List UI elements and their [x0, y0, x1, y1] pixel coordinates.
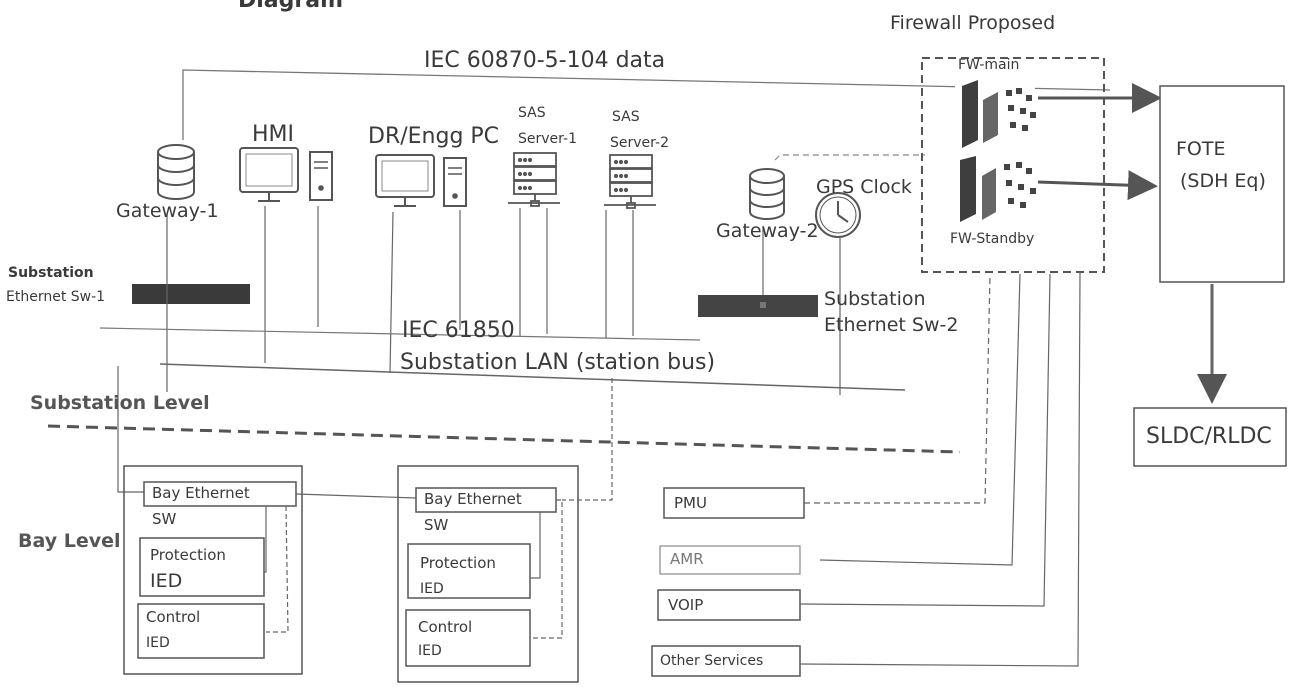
bay1-ethernet-label: Bay Ethernet — [152, 486, 250, 501]
database-icon — [158, 145, 194, 199]
other-services-label: Other Services — [660, 654, 763, 668]
ethernet-switch-1 — [132, 284, 250, 304]
bay2-sw-label: SW — [424, 518, 448, 533]
substation-divider — [48, 426, 960, 452]
sw2-label-2: Ethernet Sw-2 — [824, 316, 958, 335]
gateway2-label: Gateway-2 — [716, 222, 819, 241]
bay2-control-ied: IED — [418, 644, 442, 658]
dr-pc-label: DR/Engg PC — [368, 126, 499, 148]
fw-standby-arrow — [1038, 182, 1152, 186]
bay2-protection-ied: IED — [420, 582, 444, 596]
fote-label: FOTE — [1176, 140, 1226, 159]
sas1-label-1: SAS — [518, 106, 546, 120]
iec104-label: IEC 60870-5-104 data — [424, 50, 665, 72]
voip-label: VOIP — [668, 598, 703, 613]
sas2-label-2: Server-2 — [610, 136, 669, 150]
sw2-label-1: Substation — [824, 290, 926, 309]
bay-1-links — [264, 506, 288, 632]
fote-subtitle: (SDH Eq) — [1180, 172, 1266, 191]
iec61850-label: IEC 61850 — [402, 320, 515, 342]
bay2-protection-label: Protection — [420, 556, 496, 571]
gateway2-fw-link — [775, 155, 925, 160]
fw-standby-label: FW-Standby — [950, 232, 1034, 246]
sas1-label-2: Server-1 — [518, 132, 577, 146]
sas-server-1-icon — [508, 153, 560, 206]
bay1-sw-label: SW — [152, 512, 176, 527]
iec61850-bus — [100, 328, 700, 340]
gps-clock-label: GPS Clock — [816, 178, 912, 197]
ethernet-switch-2 — [698, 295, 818, 317]
firewall-proposed-label: Firewall Proposed — [890, 14, 1055, 33]
dr-pc-computer-icon — [376, 155, 466, 206]
bay2-ethernet-label: Bay Ethernet — [424, 492, 522, 507]
bay1-control-ied: IED — [146, 636, 170, 650]
pmu-label: PMU — [674, 496, 707, 511]
fw-standby-icon — [955, 156, 1036, 226]
bay1-protection-label: Protection — [150, 548, 226, 563]
bay1-protection-ied: IED — [150, 572, 182, 591]
lan-label: Substation LAN (station bus) — [400, 352, 715, 374]
fw-main-icon — [955, 80, 1036, 148]
bay2-control-label: Control — [418, 620, 472, 635]
fw-main-label: FW-main — [958, 58, 1019, 72]
gateway1-label: Gateway-1 — [116, 202, 219, 221]
sas2-label-1: SAS — [612, 110, 640, 124]
hmi-label: HMI — [252, 124, 294, 146]
switch-port — [760, 302, 766, 308]
sw1-label-1: Substation — [8, 266, 94, 280]
gps-clock-icon — [816, 193, 860, 237]
substation-level-label: Substation Level — [30, 394, 210, 413]
amr-label: AMR — [670, 552, 704, 567]
sas-server-2-icon — [604, 155, 656, 208]
sldc-label: SLDC/RLDC — [1146, 426, 1272, 448]
database-icon-2 — [750, 169, 784, 219]
bay-level-label: Bay Level — [18, 532, 121, 551]
hmi-computer-icon — [240, 148, 332, 201]
diagram-title: Diagram — [238, 0, 343, 12]
bay1-control-label: Control — [146, 610, 200, 625]
sw1-label-2: Ethernet Sw-1 — [6, 290, 105, 304]
